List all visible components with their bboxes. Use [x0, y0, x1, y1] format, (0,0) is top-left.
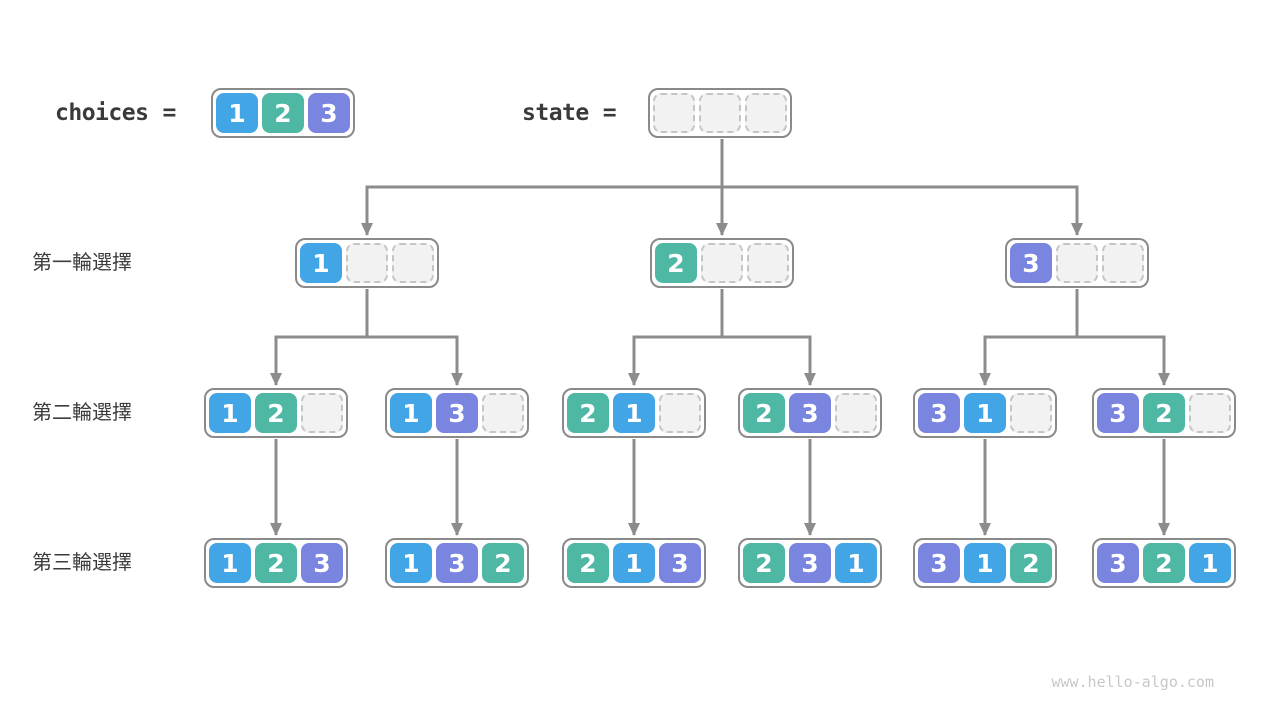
choices-equation: choices = [55, 88, 176, 138]
choices-label: choices [55, 100, 149, 126]
cell-value-1: 1 [209, 543, 251, 583]
cell-value-1: 1 [835, 543, 877, 583]
cell-value-3: 3 [436, 393, 478, 433]
cell-value-3: 3 [659, 543, 701, 583]
empty-cell [747, 243, 789, 283]
cell-value-3: 3 [301, 543, 343, 583]
cell-value-2: 2 [1143, 543, 1185, 583]
cell-value-3: 3 [1010, 243, 1052, 283]
cell-value-3: 3 [789, 393, 831, 433]
cell-value-2: 2 [1143, 393, 1185, 433]
empty-cell [482, 393, 524, 433]
round-1-node-2__: 2 [650, 238, 794, 288]
cell-value-1: 1 [964, 393, 1006, 433]
cell-value-1: 1 [964, 543, 1006, 583]
empty-cell [699, 93, 741, 133]
empty-cell [301, 393, 343, 433]
round-1-node-1__: 1 [295, 238, 439, 288]
cell-value-2: 2 [743, 543, 785, 583]
cell-value-1: 1 [390, 393, 432, 433]
watermark: www.hello-algo.com [1051, 673, 1214, 691]
empty-cell [835, 393, 877, 433]
empty-cell [701, 243, 743, 283]
cell-value-2: 2 [482, 543, 524, 583]
cell-value-1: 1 [1189, 543, 1231, 583]
empty-cell [659, 393, 701, 433]
cell-value-2: 2 [1010, 543, 1052, 583]
empty-cell [1010, 393, 1052, 433]
equals-sign: = [162, 100, 176, 126]
round-2-label: 第二輪選擇 [32, 402, 132, 424]
cell-value-1: 1 [209, 393, 251, 433]
cell-value-1: 1 [216, 93, 258, 133]
empty-cell [1102, 243, 1144, 283]
cell-value-3: 3 [918, 543, 960, 583]
empty-cell [1056, 243, 1098, 283]
cell-value-1: 1 [613, 543, 655, 583]
empty-cell [392, 243, 434, 283]
cell-value-2: 2 [567, 393, 609, 433]
empty-cell [653, 93, 695, 133]
cell-value-2: 2 [567, 543, 609, 583]
equals-sign: = [602, 100, 617, 126]
cell-value-3: 3 [789, 543, 831, 583]
cell-value-3: 3 [1097, 543, 1139, 583]
state-array [648, 88, 792, 138]
cell-value-1: 1 [390, 543, 432, 583]
cell-value-2: 2 [255, 393, 297, 433]
empty-cell [1189, 393, 1231, 433]
cell-value-2: 2 [262, 93, 304, 133]
cell-value-2: 2 [255, 543, 297, 583]
round-1-label: 第一輪選擇 [32, 252, 132, 274]
state-label: state [522, 100, 589, 126]
cell-value-1: 1 [300, 243, 342, 283]
cell-value-1: 1 [613, 393, 655, 433]
empty-cell [346, 243, 388, 283]
state-equation: state = [522, 88, 617, 138]
cell-value-3: 3 [918, 393, 960, 433]
cell-value-2: 2 [655, 243, 697, 283]
cell-value-2: 2 [743, 393, 785, 433]
empty-cell [745, 93, 787, 133]
cell-value-3: 3 [436, 543, 478, 583]
cell-value-3: 3 [308, 93, 350, 133]
round-3-label: 第三輪選擇 [32, 552, 132, 574]
cell-value-3: 3 [1097, 393, 1139, 433]
round-1-node-3__: 3 [1005, 238, 1149, 288]
